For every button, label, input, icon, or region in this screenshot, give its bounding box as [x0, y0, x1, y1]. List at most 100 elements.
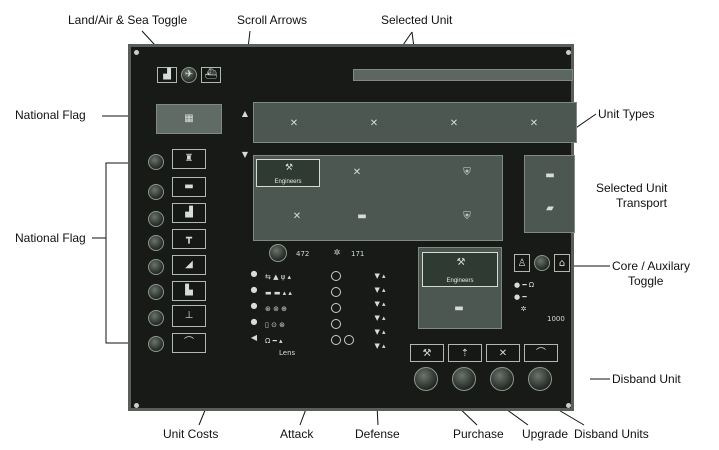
attack-gauge: [331, 319, 341, 329]
disband-units-button[interactable]: [490, 367, 514, 391]
anti-tank-icon: ▙: [185, 285, 193, 296]
air-toggle-button[interactable]: ✈: [181, 67, 197, 83]
nav-round-button[interactable]: [148, 310, 164, 326]
callout-disband-unit: Disband Unit: [612, 372, 681, 386]
attack-gauge: [331, 335, 341, 345]
callout-selected-unit-transport-line1: Selected Unit: [596, 181, 668, 195]
upgrade-arrows-icon: ⇡: [460, 348, 470, 359]
nav-round-button[interactable]: [148, 259, 164, 275]
core-value: 1000: [547, 315, 565, 323]
auxiliary-icon: ⌂: [558, 258, 566, 269]
unit-type-strip: ✕ ✕ ✕ ✕: [253, 102, 577, 143]
unit-type-icon[interactable]: ✕: [529, 118, 539, 129]
transport-truck-icon[interactable]: ▬: [545, 170, 555, 181]
callout-land-air-sea-toggle: Land/Air & Sea Toggle: [68, 13, 188, 27]
fortification-icon: ⊥: [184, 310, 194, 321]
recon-icon: ⌒: [184, 337, 194, 348]
unit-type-icon[interactable]: ✕: [449, 118, 459, 129]
unit-type-icon[interactable]: ✕: [369, 118, 379, 129]
nav-round-button[interactable]: [148, 284, 164, 300]
unit-icon[interactable]: ⛨: [463, 211, 471, 222]
disband-units-category-button[interactable]: ✕: [486, 344, 520, 362]
nav-round-button[interactable]: [148, 336, 164, 352]
upgrade-category-button[interactable]: ⇡: [448, 344, 482, 362]
unit-grid: ⚒ Engineers ✕ ⛨ ✕ ▬ ⛨: [253, 155, 503, 241]
purchase-screen-panel: ▟ ✈ ⛴ ▦ ▲ ▼ ✕ ✕ ✕ ✕ ♜ ▬ ▟ ┳ ◢ ▙ ⊥ ⌒ ⚒ En…: [128, 44, 577, 411]
engineer-unit-icon: ⚒: [456, 257, 466, 268]
artillery-icon: ┳: [185, 233, 193, 244]
upgrade-button[interactable]: [452, 367, 476, 391]
unit-class-button[interactable]: ▙: [172, 281, 206, 301]
unit-icon[interactable]: ✕: [292, 211, 302, 222]
unit-icon[interactable]: ▬: [357, 211, 367, 222]
arc-icon: ⌒: [536, 348, 546, 359]
ship-icon: ⛴: [204, 69, 218, 80]
callout-purchase: Purchase: [453, 427, 504, 441]
corner-bolt: [566, 50, 571, 55]
purchase-category-button[interactable]: ⚒: [410, 344, 444, 362]
anti-air-icon: ◢: [185, 259, 193, 270]
info-bar: [347, 65, 577, 87]
sea-toggle-button[interactable]: ⛴: [201, 67, 221, 83]
unit-cost-dial: [269, 244, 287, 262]
unit-class-button[interactable]: ⌒: [172, 333, 206, 353]
nav-round-button[interactable]: [148, 211, 164, 227]
tank-icon: ▟: [163, 69, 171, 80]
disband-unit-category-button[interactable]: ⌒: [524, 344, 558, 362]
transport-halftrack-icon[interactable]: ▰: [546, 203, 554, 214]
unit-class-button[interactable]: ┳: [172, 229, 206, 249]
unit-icon[interactable]: ✕: [352, 167, 362, 178]
callout-disband-units: Disband Units: [574, 427, 649, 441]
stat-icon: ●: [250, 301, 258, 310]
attack-gauge: [331, 303, 341, 313]
unit-icon[interactable]: ⛨: [463, 167, 471, 178]
selected-unit-detail: ⚒ Engineers ▬: [418, 247, 502, 329]
unit-class-button[interactable]: ▬: [172, 177, 206, 197]
nav-round-button[interactable]: [148, 235, 164, 251]
attack-gauge: [331, 271, 341, 281]
selected-unit-detail-card[interactable]: ⚒ Engineers: [422, 252, 498, 287]
crossed-icon: ✕: [498, 348, 508, 359]
selected-unit-transport: ▬ ▰: [524, 155, 575, 233]
selected-unit-detail-name: Engineers: [446, 278, 474, 284]
wrench-icon: ⚒: [422, 348, 432, 359]
truck-icon: ▬: [184, 181, 194, 192]
flag-emblem-icon: ▦: [184, 113, 194, 124]
unit-class-button[interactable]: ◢: [172, 255, 206, 275]
unit-class-button[interactable]: ♜: [172, 149, 206, 169]
callout-selected-unit-top: Selected Unit: [381, 13, 453, 27]
nav-round-button[interactable]: [148, 154, 164, 170]
gear-icon: ✲: [333, 248, 341, 257]
callout-attack: Attack: [280, 427, 314, 441]
stat-icon: ●: [250, 285, 258, 294]
stat-icon: ●: [250, 269, 258, 278]
callout-core-aux-line1: Core / Auxilary: [612, 259, 691, 273]
unit-class-button[interactable]: ▟: [172, 203, 206, 223]
transport-icon: ▬: [454, 303, 464, 314]
nav-round-button[interactable]: [148, 184, 164, 200]
infantry-icon: ♜: [184, 153, 194, 164]
core-aux-toggle-switch[interactable]: [534, 255, 550, 271]
attack-gauge: [331, 287, 341, 297]
callout-scroll-arrows: Scroll Arrows: [237, 13, 308, 27]
selected-unit-card[interactable]: ⚒ Engineers: [256, 159, 320, 187]
land-toggle-button[interactable]: ▟: [157, 67, 177, 83]
purchase-button[interactable]: [414, 367, 438, 391]
tank-icon: ▟: [185, 207, 193, 218]
callout-national-flag-top: National Flag: [15, 108, 86, 122]
scroll-up-arrow-icon[interactable]: ▲: [241, 109, 249, 118]
disband-unit-button[interactable]: [528, 367, 552, 391]
engineer-unit-icon: ⚒: [284, 163, 294, 173]
scroll-down-arrow-icon[interactable]: ▼: [241, 150, 249, 159]
callout-upgrade: Upgrade: [522, 427, 569, 441]
unit-class-button[interactable]: ⊥: [172, 305, 206, 327]
callout-defense: Defense: [355, 427, 400, 441]
unit-type-icon[interactable]: ✕: [289, 118, 299, 129]
unit-cost-value-a: 472: [296, 250, 310, 258]
defense-values: ▼ ▴▼ ▴▼ ▴▼ ▴▼ ▴▼ ▴: [374, 272, 386, 350]
person-icon: ♙: [517, 258, 527, 269]
auxiliary-toggle-button[interactable]: ⌂: [554, 254, 570, 272]
stat-icon: ●: [250, 317, 258, 326]
unit-costs-table: ⇆ ▲ ψ ▴▬ ▬ ▴ ▴⊛ ⊚ ⊕▯ ⊙ ⊛Ω ━ ▴: [265, 273, 292, 345]
core-toggle-button[interactable]: ♙: [514, 254, 530, 272]
